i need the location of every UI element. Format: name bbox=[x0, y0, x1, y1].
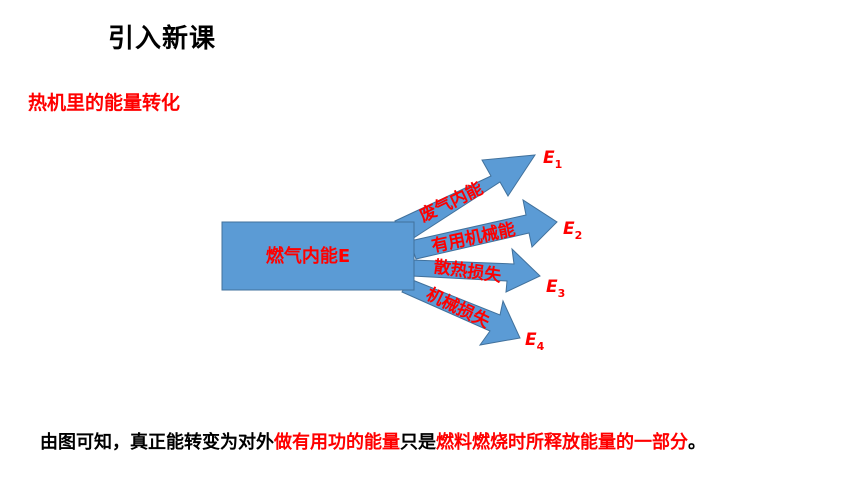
source-box: 燃气内能E bbox=[221, 221, 415, 291]
conclusion-part1: 由图可知，真正能转变为对外 bbox=[40, 432, 274, 453]
arrow-label-heat-loss: 散热损失 bbox=[432, 256, 503, 286]
energy-label-e4: E4 bbox=[525, 330, 545, 353]
source-box-label: 燃气内能E bbox=[266, 245, 350, 267]
conclusion-part3: 只是 bbox=[400, 432, 436, 453]
arrow-label-exhaust-heat: 废气内能 bbox=[416, 178, 486, 227]
energy-label-e1: E1 bbox=[543, 148, 562, 171]
energy-label-e3: E3 bbox=[546, 277, 565, 300]
section-subtitle: 热机里的能量转化 bbox=[28, 92, 181, 114]
arrow-mechanical-loss: 机械损失 bbox=[401, 278, 521, 346]
conclusion-highlight-fuel-energy: 燃料燃烧时所释放能量的一部分 bbox=[436, 432, 688, 453]
arrow-label-useful-work: 有用机械能 bbox=[430, 219, 518, 257]
conclusion-part5: 。 bbox=[688, 432, 706, 453]
page-title: 引入新课 bbox=[108, 24, 217, 54]
energy-label-e2: E2 bbox=[563, 219, 582, 242]
conclusion-text: 由图可知，真正能转变为对外做有用功的能量只是燃料燃烧时所释放能量的一部分。 bbox=[40, 428, 706, 454]
conclusion-highlight-useful-work: 做有用功的能量 bbox=[274, 432, 400, 453]
